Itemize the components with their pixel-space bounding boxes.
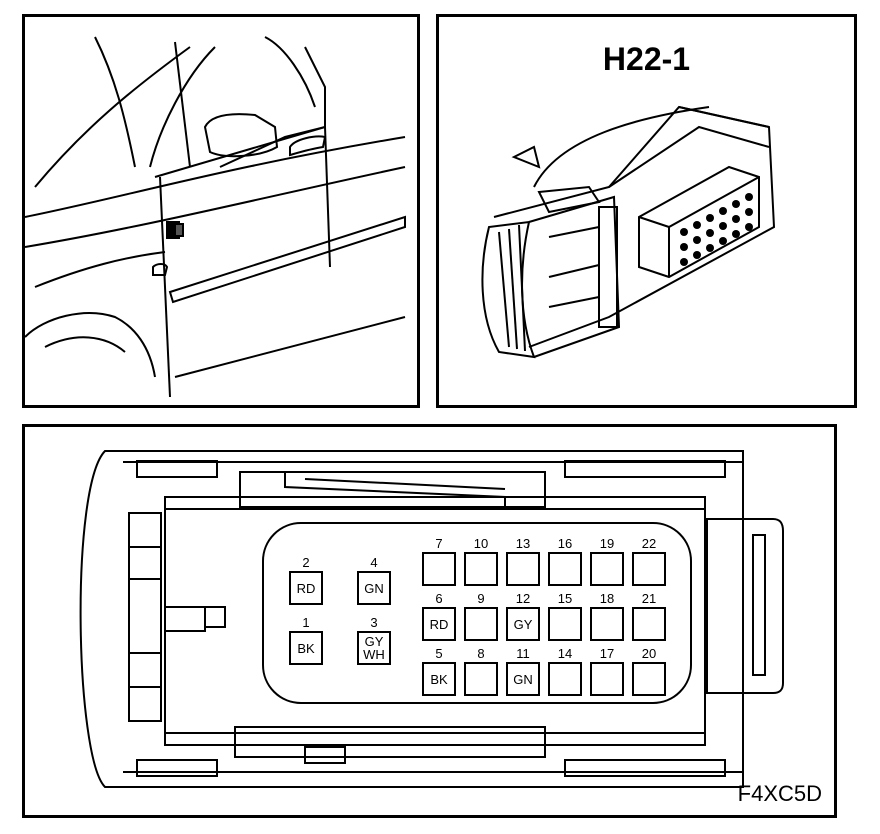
- car-door-drawing: [25, 36, 406, 398]
- pin-10: 10: [464, 536, 498, 586]
- pin-number: 12: [516, 591, 530, 606]
- pin-5: 5BK: [422, 646, 456, 696]
- pin-number: 2: [302, 555, 309, 570]
- pin-number: 22: [642, 536, 656, 551]
- pin-number: 4: [370, 555, 377, 570]
- pin-18: 18: [590, 591, 624, 641]
- pin-cavity: [357, 571, 391, 605]
- wire-color-label: BK: [297, 641, 315, 656]
- wire-color-label: RD: [430, 617, 449, 632]
- pin-number: 7: [435, 536, 442, 551]
- pin-cavity: [548, 552, 582, 586]
- figure-code: F4XC5D: [737, 781, 822, 806]
- pin-9: 9: [464, 591, 498, 641]
- pin-cavity: [464, 607, 498, 641]
- wire-color-label: GY: [514, 617, 533, 632]
- wire-color-label: GN: [513, 672, 533, 687]
- pin-number: 9: [477, 591, 484, 606]
- pin-cavity: [422, 607, 456, 641]
- pin-cavity: [590, 662, 624, 696]
- pin-cavity: [422, 552, 456, 586]
- pin-cavity: [506, 552, 540, 586]
- pin-number: 18: [600, 591, 614, 606]
- pin-number: 19: [600, 536, 614, 551]
- pin-cavity: [506, 662, 540, 696]
- wire-color-label: GY: [365, 634, 384, 649]
- connector-title: H22-1: [602, 41, 691, 77]
- pin-8: 8: [464, 646, 498, 696]
- pin-cavity: [632, 607, 666, 641]
- pin-cavity: [289, 571, 323, 605]
- pin-cavity: [548, 607, 582, 641]
- pin-number: 6: [435, 591, 442, 606]
- pin-7: 7: [422, 536, 456, 586]
- pin-number: 21: [642, 591, 656, 606]
- pin-21: 21: [632, 591, 666, 641]
- pin-cavity: [464, 552, 498, 586]
- pin-15: 15: [548, 591, 582, 641]
- pin-number: 17: [600, 646, 614, 661]
- pin-number: 1: [302, 615, 309, 630]
- pin-cavity: [590, 607, 624, 641]
- wire-color-label: BK: [430, 672, 448, 687]
- pin-number: 13: [516, 536, 530, 551]
- pin-cavity: [548, 662, 582, 696]
- connector-face-drawing: [79, 450, 784, 788]
- pin-number: 3: [370, 615, 377, 630]
- pin-cavity: [357, 631, 391, 665]
- pin-number: 5: [435, 646, 442, 661]
- pin-cavity: [632, 662, 666, 696]
- pin-number: 15: [558, 591, 572, 606]
- pin-20: 20: [632, 646, 666, 696]
- wire-color-label: RD: [297, 581, 316, 596]
- pin-17: 17: [590, 646, 624, 696]
- connector-view: H22-1: [436, 14, 857, 408]
- pin-16: 16: [548, 536, 582, 586]
- pin-13: 13: [506, 536, 540, 586]
- pin-1: 1BK: [289, 615, 323, 665]
- connector-drawing: [481, 105, 776, 359]
- pin-number: 8: [477, 646, 484, 661]
- pin-number: 14: [558, 646, 572, 661]
- pin-19: 19: [590, 536, 624, 586]
- pin-6: 6RD: [422, 591, 456, 641]
- pin-cavity: [422, 662, 456, 696]
- pin-2: 2RD: [289, 555, 323, 605]
- pin-4: 4GN: [357, 555, 391, 605]
- pin-cavity: [632, 552, 666, 586]
- pin-14: 14: [548, 646, 582, 696]
- wire-color-label: GN: [364, 581, 384, 596]
- pin-22: 22: [632, 536, 666, 586]
- pin-number: 16: [558, 536, 572, 551]
- pin-number: 11: [516, 646, 530, 661]
- pin-cavity: [289, 631, 323, 665]
- pin-number: 10: [474, 536, 488, 551]
- pin-cavity: [506, 607, 540, 641]
- pin-cavity: [590, 552, 624, 586]
- wire-color-label: WH: [363, 647, 385, 662]
- vehicle-location-illustration: [22, 14, 420, 408]
- pin-number: 20: [642, 646, 656, 661]
- pin-cavity: [464, 662, 498, 696]
